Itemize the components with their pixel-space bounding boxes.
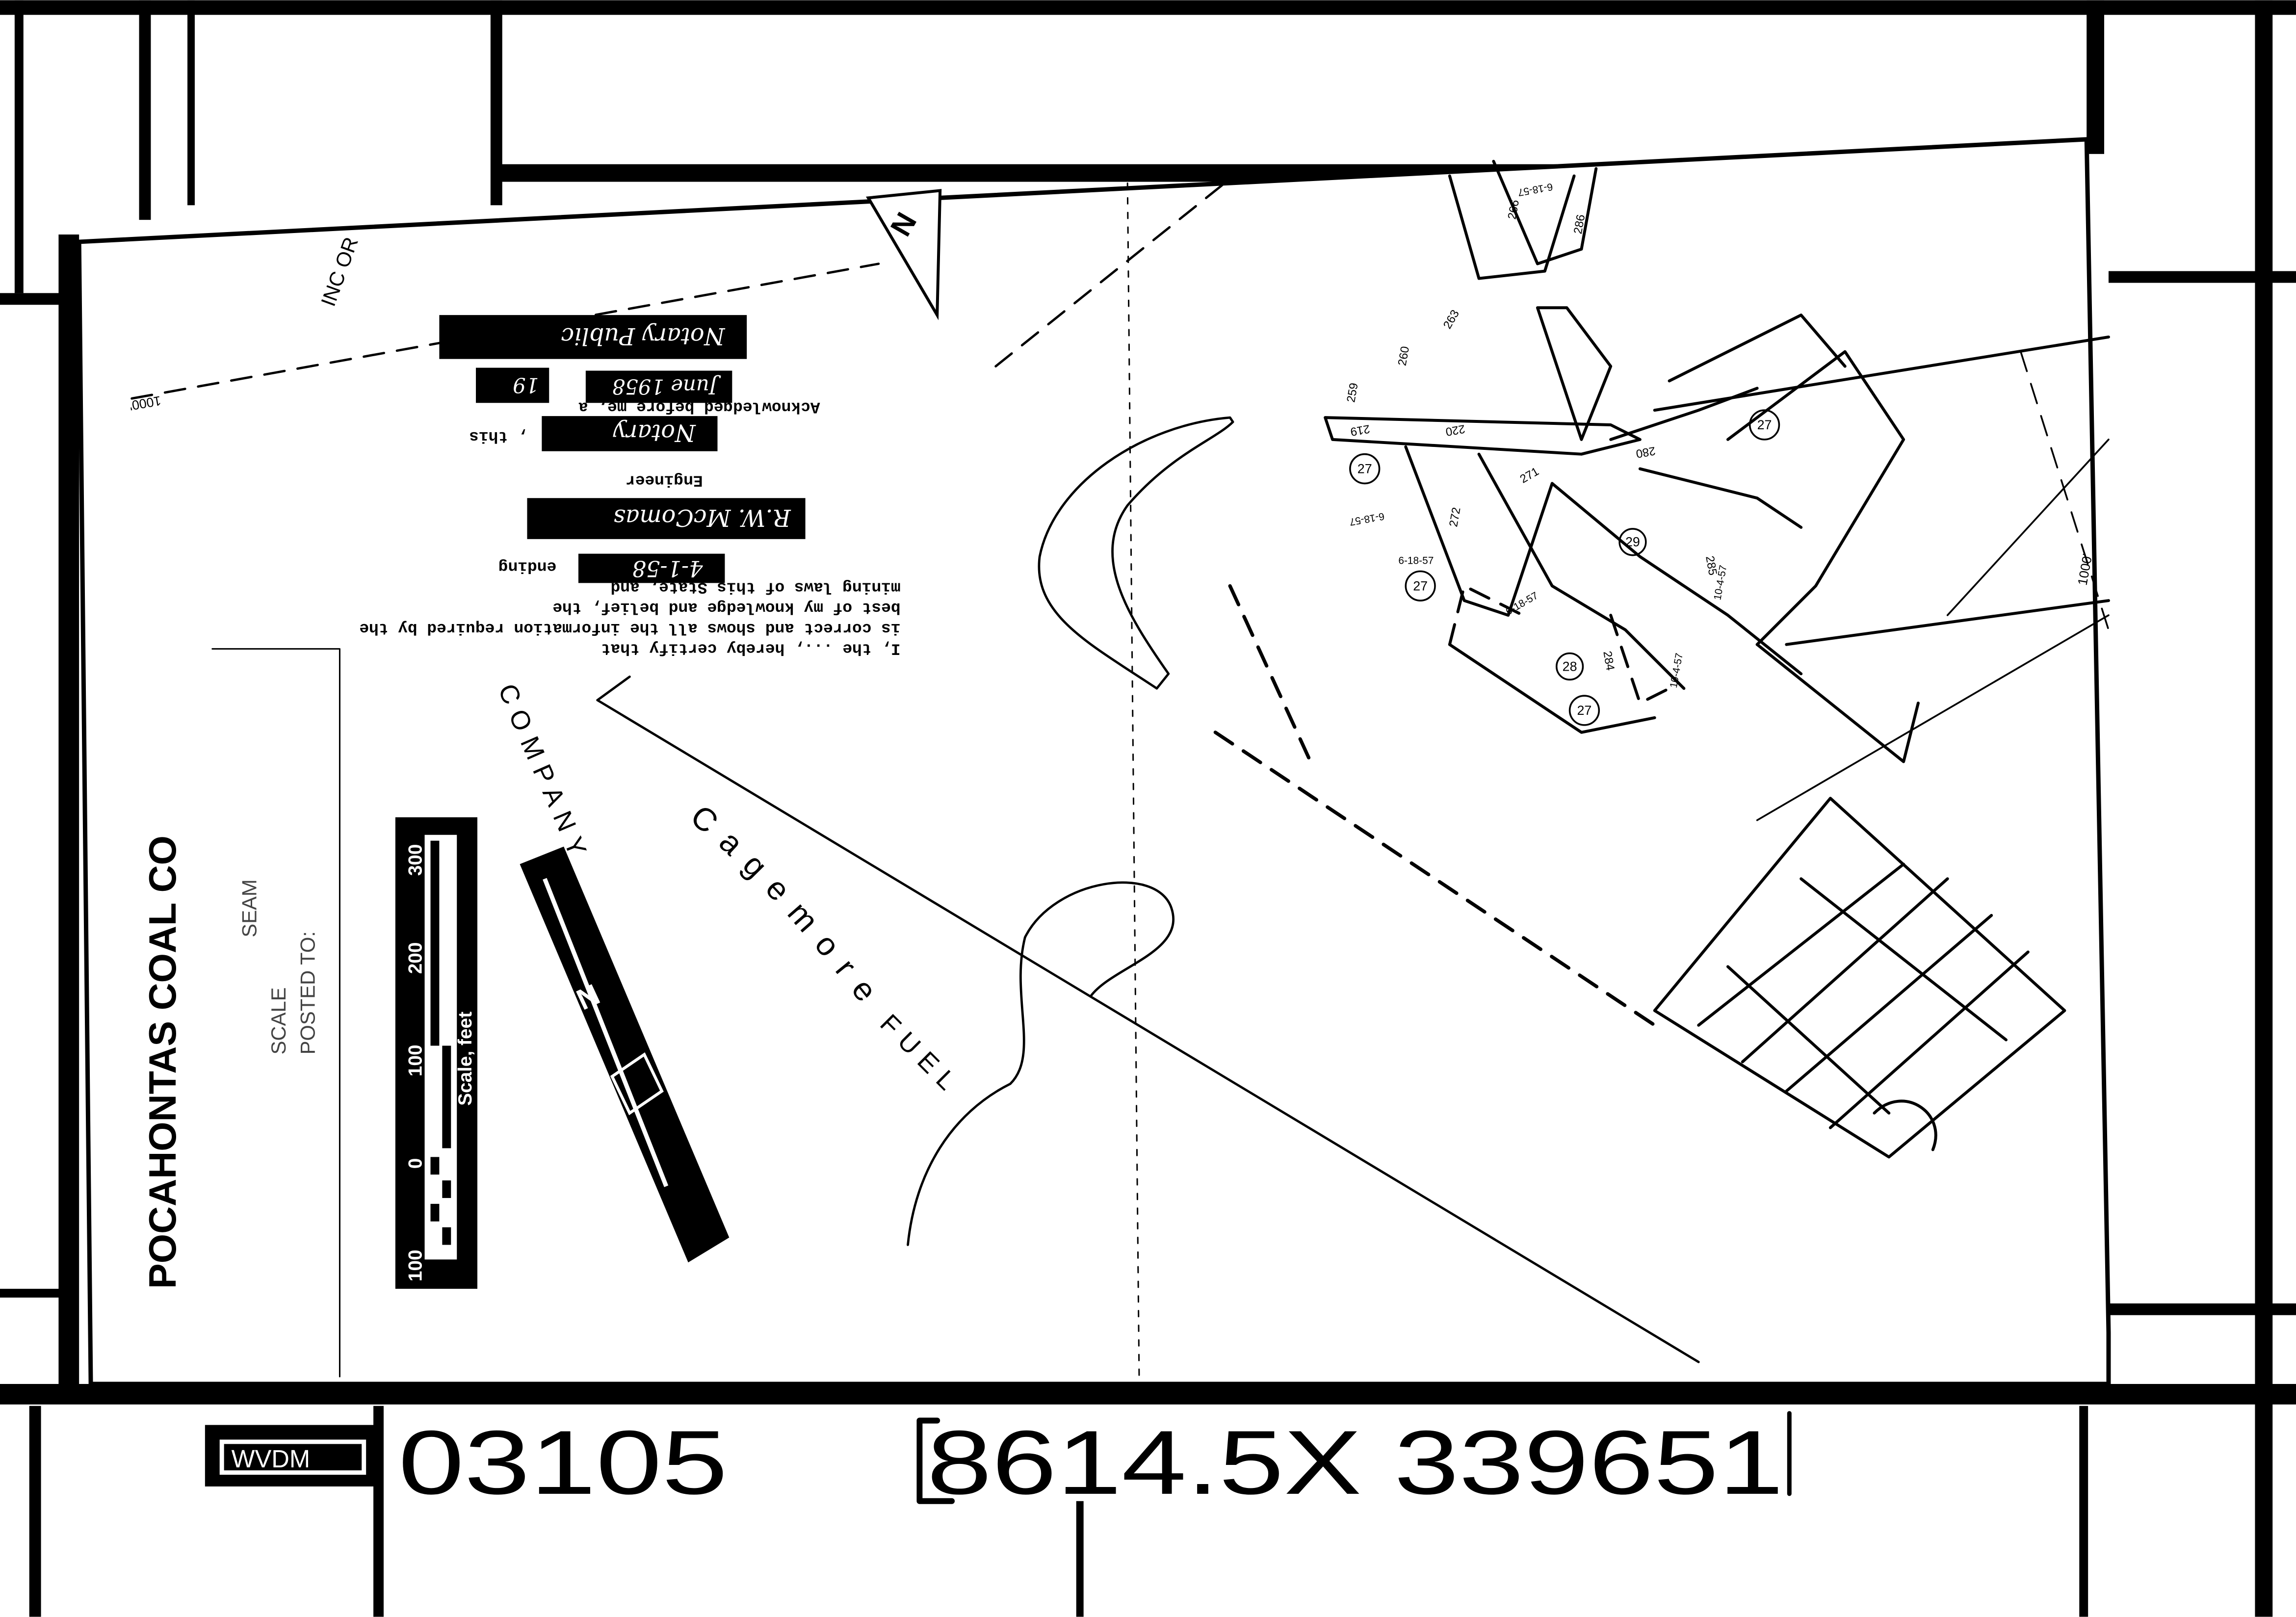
svg-text:19: 19: [513, 373, 539, 397]
svg-text:I, the ..., hereby certify tha: I, the ..., hereby certify that: [601, 640, 901, 658]
svg-text:8614.5X 339651: 8614.5X 339651: [927, 1412, 1783, 1513]
svg-text:27: 27: [1357, 462, 1372, 476]
svg-text:R.W. McComas: R.W. McComas: [613, 504, 791, 531]
svg-text:27: 27: [1577, 703, 1592, 718]
svg-text:Engineer: Engineer: [626, 471, 703, 489]
scale-bar: 100 0 100 200 300 Scale, feet: [395, 817, 478, 1289]
svg-text:100: 100: [405, 1250, 426, 1281]
svg-text:SCALE: SCALE: [267, 987, 290, 1054]
svg-text:SEAM: SEAM: [237, 879, 261, 937]
svg-text:219: 219: [1349, 422, 1371, 439]
svg-text:Notary Public: Notary Public: [561, 322, 726, 349]
svg-text:29: 29: [1625, 535, 1640, 549]
svg-text:260: 260: [1396, 345, 1412, 367]
footer-label: WVDM 03105 8614.5X 339651: [205, 1411, 1792, 1513]
svg-text:best of my knowledge and belie: best of my knowledge and belief, the: [552, 599, 900, 617]
svg-text:28: 28: [1563, 659, 1577, 674]
north-arrow-icon: N: [520, 846, 730, 1263]
north-indicator: N: [865, 189, 942, 320]
svg-text:Scale, feet: Scale, feet: [455, 1012, 476, 1106]
certification-block: I, the ..., hereby certify that is corre…: [359, 315, 901, 658]
svg-text:is correct and shows all the i: is correct and shows all the information…: [359, 619, 900, 637]
svg-text:0: 0: [405, 1158, 426, 1169]
svg-text:284: 284: [1600, 650, 1617, 672]
circled-label-text: 27 27 27 27 29 28: [1357, 417, 1772, 718]
svg-text:Notary: Notary: [613, 419, 696, 446]
svg-text:03105: 03105: [398, 1412, 728, 1513]
circled-labels: [1349, 409, 1780, 726]
title-block: POCAHONTAS COAL CO SEAM SCALE POSTED TO:: [142, 648, 340, 1378]
svg-text:ending: ending: [498, 558, 556, 576]
svg-text:220: 220: [1444, 422, 1466, 439]
svg-text:100: 100: [405, 1044, 426, 1076]
svg-text:, this: , this: [469, 427, 527, 445]
svg-text:June 1958: June 1958: [612, 374, 722, 398]
svg-text:4-1-58: 4-1-58: [632, 556, 703, 582]
svg-text:300: 300: [405, 844, 426, 876]
svg-text:285: 285: [1703, 555, 1720, 576]
svg-text:6-18-57: 6-18-57: [1398, 555, 1434, 567]
svg-text:27: 27: [1757, 417, 1772, 432]
svg-text:POSTED TO:: POSTED TO:: [296, 931, 319, 1054]
svg-text:200: 200: [405, 942, 426, 974]
mine-workings: [1324, 159, 2110, 1159]
svg-text:POCAHONTAS COAL CO: POCAHONTAS COAL CO: [142, 835, 184, 1289]
svg-text:280: 280: [1635, 444, 1656, 461]
svg-text:WVDM: WVDM: [232, 1445, 311, 1473]
svg-text:27: 27: [1413, 578, 1428, 593]
